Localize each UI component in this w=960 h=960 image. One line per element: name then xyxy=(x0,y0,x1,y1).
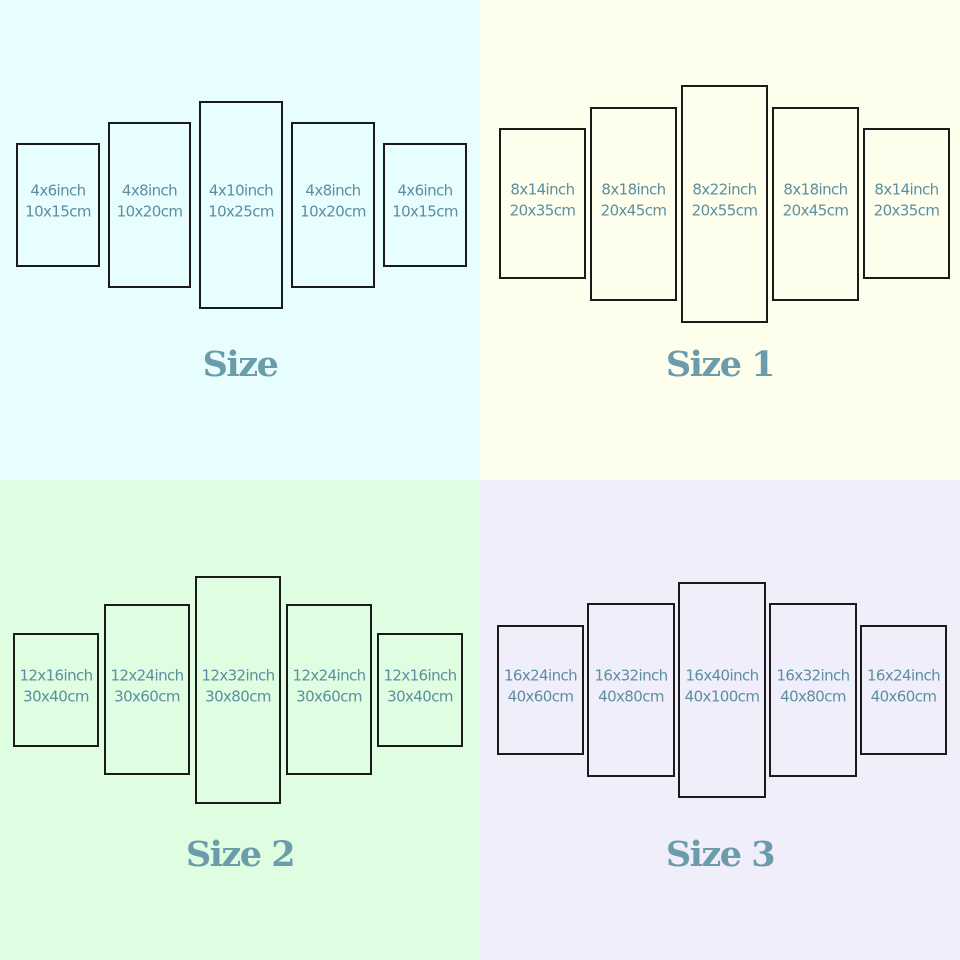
size-variant-panel: 12x16inch 30x40cm 12x24inch 30x60cm 12x3… xyxy=(0,480,480,960)
canvas-panel: 4x8inch 10x20cm xyxy=(108,122,191,288)
panel-dimension-label: 4x10inch 10x25cm xyxy=(201,181,281,223)
panel-dimension-label: 12x32inch 30x80cm xyxy=(197,666,279,708)
canvas-panel: 16x32inch 40x80cm xyxy=(587,603,675,777)
dimension-centimeters: 10x15cm xyxy=(392,202,458,221)
canvas-panel: 12x24inch 30x60cm xyxy=(104,604,190,775)
dimension-inches: 4x10inch xyxy=(208,181,274,200)
canvas-panel: 16x40inch 40x100cm xyxy=(678,582,766,798)
dimension-centimeters: 40x60cm xyxy=(507,687,574,706)
canvas-panel: 12x24inch 30x60cm xyxy=(286,604,372,775)
dimension-centimeters: 30x40cm xyxy=(387,687,453,706)
dimension-inches: 12x16inch xyxy=(383,666,457,685)
dimension-inches: 4x6inch xyxy=(30,181,86,200)
dimension-inches: 16x32inch xyxy=(776,666,850,685)
dimension-inches: 8x14inch xyxy=(874,180,939,199)
dimension-inches: 4x8inch xyxy=(121,181,178,200)
panel-dimension-label: 12x16inch 30x40cm xyxy=(15,666,97,708)
dimension-centimeters: 20x35cm xyxy=(873,201,940,220)
panel-dimension-label: 16x40inch 40x100cm xyxy=(680,666,764,708)
canvas-panel: 12x32inch 30x80cm xyxy=(195,576,281,804)
dimension-inches: 8x18inch xyxy=(601,180,666,199)
canvas-panel: 8x14inch 20x35cm xyxy=(499,128,586,279)
canvas-panel: 8x18inch 20x45cm xyxy=(772,107,859,301)
size-title: Size 3 xyxy=(665,834,776,875)
canvas-panel: 4x10inch 10x25cm xyxy=(199,101,283,309)
panel-dimension-label: 16x32inch 40x80cm xyxy=(771,666,855,708)
panel-dimension-label: 4x8inch 10x20cm xyxy=(110,181,189,223)
canvas-panel: 4x6inch 10x15cm xyxy=(383,143,467,267)
dimension-inches: 16x32inch xyxy=(594,666,668,685)
dimension-inches: 8x18inch xyxy=(783,180,848,199)
dimension-centimeters: 10x25cm xyxy=(208,202,274,221)
canvas-panel: 4x6inch 10x15cm xyxy=(16,143,100,267)
dimension-inches: 12x32inch xyxy=(201,666,275,685)
canvas-panel: 12x16inch 30x40cm xyxy=(377,633,463,747)
panel-dimension-label: 4x6inch 10x15cm xyxy=(18,181,98,223)
canvas-panel: 16x24inch 40x60cm xyxy=(860,625,947,755)
dimension-inches: 16x24inch xyxy=(866,666,941,685)
panel-dimension-label: 16x24inch 40x60cm xyxy=(862,666,945,708)
panel-dimension-label: 4x6inch 10x15cm xyxy=(385,181,465,223)
dimension-centimeters: 10x15cm xyxy=(25,202,91,221)
panel-dimension-label: 8x22inch 20x55cm xyxy=(683,180,766,222)
dimension-inches: 16x24inch xyxy=(503,666,578,685)
dimension-inches: 12x16inch xyxy=(19,666,93,685)
dimension-centimeters: 10x20cm xyxy=(116,202,183,221)
dimension-centimeters: 20x45cm xyxy=(600,201,667,220)
size-variant-panel: 4x6inch 10x15cm 4x8inch 10x20cm 4x10inch… xyxy=(0,0,480,480)
dimension-inches: 4x6inch xyxy=(397,181,453,200)
canvas-panel: 16x24inch 40x60cm xyxy=(497,625,584,755)
size-variant-panel: 8x14inch 20x35cm 8x18inch 20x45cm 8x22in… xyxy=(480,0,960,480)
dimension-inches: 8x22inch xyxy=(692,180,757,199)
panel-dimension-label: 8x18inch 20x45cm xyxy=(592,180,675,222)
panel-dimension-label: 8x14inch 20x35cm xyxy=(865,179,948,221)
panel-dimension-label: 8x14inch 20x35cm xyxy=(501,179,584,221)
dimension-inches: 12x24inch xyxy=(110,666,184,685)
panel-dimension-label: 12x24inch 30x60cm xyxy=(106,665,188,707)
panel-dimension-label: 12x24inch 30x60cm xyxy=(288,665,370,707)
size-variant-panel: 16x24inch 40x60cm 16x32inch 40x80cm 16x4… xyxy=(480,480,960,960)
canvas-panel: 12x16inch 30x40cm xyxy=(13,633,99,747)
size-title: Size 1 xyxy=(665,344,776,385)
panel-dimension-label: 16x24inch 40x60cm xyxy=(499,666,582,708)
dimension-centimeters: 30x80cm xyxy=(205,687,271,706)
canvas-panel: 8x22inch 20x55cm xyxy=(681,85,768,323)
dimension-centimeters: 20x35cm xyxy=(509,201,576,220)
dimension-centimeters: 40x80cm xyxy=(598,687,664,706)
size-title: Size 2 xyxy=(185,834,296,875)
canvas-panel: 4x8inch 10x20cm xyxy=(291,122,375,288)
dimension-centimeters: 30x40cm xyxy=(23,687,89,706)
canvas-panel: 8x14inch 20x35cm xyxy=(863,128,950,279)
dimension-centimeters: 20x55cm xyxy=(691,201,758,220)
canvas-panel: 16x32inch 40x80cm xyxy=(769,603,857,777)
dimension-inches: 16x40inch xyxy=(685,666,759,685)
dimension-centimeters: 40x80cm xyxy=(780,687,846,706)
dimension-inches: 8x14inch xyxy=(510,180,575,199)
panel-dimension-label: 8x18inch 20x45cm xyxy=(774,180,857,222)
dimension-centimeters: 10x20cm xyxy=(300,202,366,221)
dimension-centimeters: 40x60cm xyxy=(870,687,937,706)
dimension-centimeters: 30x60cm xyxy=(114,687,180,706)
panel-dimension-label: 12x16inch 30x40cm xyxy=(379,666,461,708)
size-title: Size xyxy=(202,344,279,385)
dimension-centimeters: 30x60cm xyxy=(296,687,362,706)
dimension-inches: 12x24inch xyxy=(292,666,366,685)
dimension-inches: 4x8inch xyxy=(305,181,361,200)
panel-dimension-label: 16x32inch 40x80cm xyxy=(589,666,673,708)
canvas-panel: 8x18inch 20x45cm xyxy=(590,107,677,301)
panel-dimension-label: 4x8inch 10x20cm xyxy=(293,181,373,223)
dimension-centimeters: 40x100cm xyxy=(684,687,760,706)
dimension-centimeters: 20x45cm xyxy=(782,201,849,220)
